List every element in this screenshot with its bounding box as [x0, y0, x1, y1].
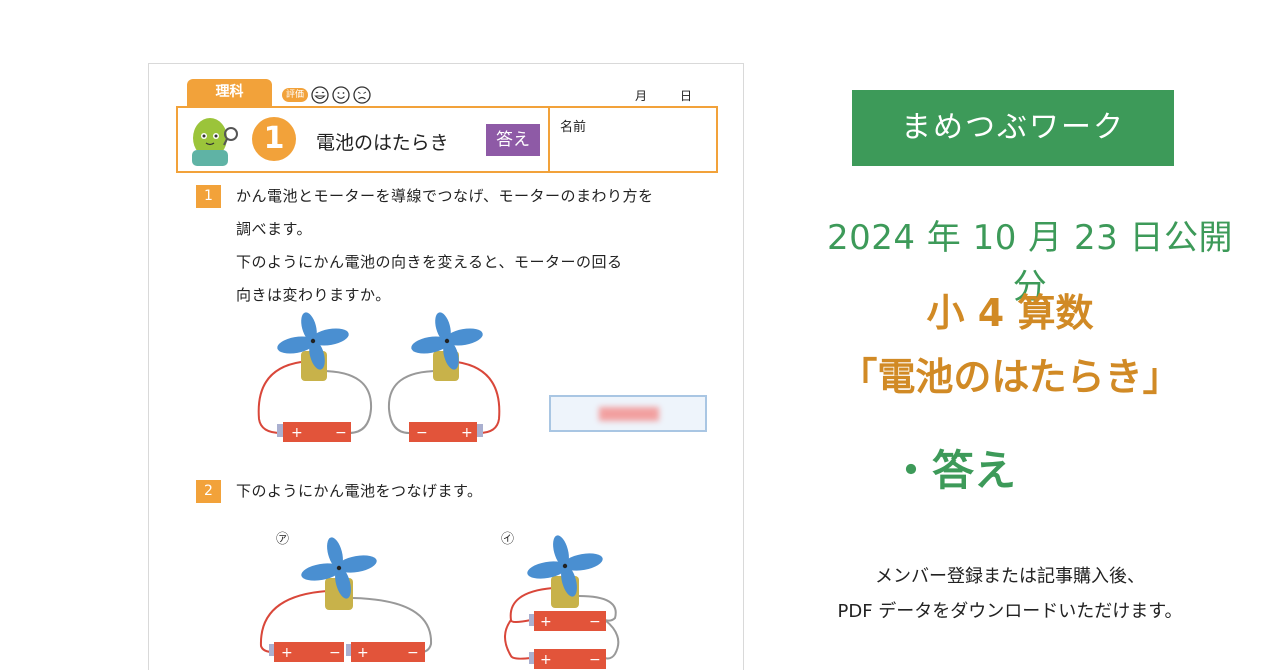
grade-subject: 小 4 算数	[926, 291, 1094, 335]
battery-plus: +	[540, 652, 552, 668]
unit-title: 「電池のはたらき」	[839, 355, 1181, 399]
question-1-line-2: 調べます。	[236, 220, 313, 238]
purchase-info-line-2: PDF データをダウンロードいただけます。	[837, 601, 1183, 622]
question-1-line-1: かん電池とモーターを導線でつなげ、モーターのまわり方を	[236, 187, 654, 205]
battery-minus: −	[589, 652, 601, 668]
circuit-i: + − + −	[504, 535, 620, 669]
frown-face-icon	[353, 86, 371, 104]
title-box: 1 電池のはたらき 答え 名前	[176, 106, 718, 173]
propeller-icon	[277, 312, 349, 370]
title-divider	[548, 108, 550, 171]
circuit-i-label: ㋑	[501, 532, 515, 547]
battery-minus: −	[335, 425, 347, 441]
smile-face-icon	[332, 86, 350, 104]
circuit-a: + − + −	[259, 537, 433, 662]
circuit-a-label: ㋐	[276, 532, 290, 547]
question-2-text: 下のようにかん電池をつなげます。	[236, 482, 483, 500]
month-label: 月	[635, 89, 648, 103]
propeller-icon	[301, 537, 377, 599]
answer-heading: ・答え	[890, 446, 1017, 495]
question-1-circuits-illustration: + − − +	[257, 312, 501, 442]
circuit-1: + −	[257, 312, 373, 442]
purchase-info-line-1: メンバー登録または記事購入後、	[875, 566, 1145, 587]
worksheet-preview: 理科 評価 月 日	[148, 63, 744, 670]
question-2-circuits-illustration: + − + − + − +	[259, 535, 620, 669]
circuit-2: − +	[387, 312, 501, 442]
battery-minus: −	[589, 614, 601, 630]
propeller-icon	[527, 535, 603, 597]
day-label: 日	[680, 89, 693, 103]
lesson-number: 1	[252, 117, 296, 161]
battery-minus: −	[407, 645, 419, 661]
question-1-line-4: 向きは変わりますか。	[236, 286, 391, 304]
battery-plus: +	[461, 425, 473, 441]
battery-minus: −	[416, 425, 428, 441]
battery-plus: +	[357, 645, 369, 661]
battery-minus: −	[329, 645, 341, 661]
question-1-number: 1	[196, 185, 221, 208]
question-1-text: かん電池とモーターを導線でつなげ、モーターのまわり方を 調べます。 下のようにか…	[236, 180, 653, 312]
propeller-icon	[411, 312, 483, 370]
blurred-answer-box	[549, 395, 707, 432]
evaluation-row: 評価	[282, 86, 371, 104]
name-label: 名前	[560, 120, 587, 135]
lesson-title: 電池のはたらき	[316, 132, 449, 154]
blurred-answer	[599, 407, 659, 421]
mascot-bean-icon	[192, 118, 238, 166]
subject-tab: 理科	[187, 79, 272, 106]
battery-plus: +	[281, 645, 293, 661]
battery-plus: +	[540, 614, 552, 630]
battery-plus: +	[291, 425, 303, 441]
question-1-line-3: 下のようにかん電池の向きを変えると、モーターの回る	[236, 253, 623, 271]
answer-badge: 答え	[486, 124, 540, 156]
publish-date: 2024 年 10 月 23 日公開分	[826, 218, 1234, 307]
brand-banner: まめつぶワーク	[852, 90, 1174, 166]
evaluation-label: 評価	[282, 88, 309, 102]
question-2-number: 2	[196, 480, 221, 503]
big-smile-face-icon	[311, 86, 329, 104]
title-area: 1 電池のはたらき 答え	[178, 108, 548, 171]
